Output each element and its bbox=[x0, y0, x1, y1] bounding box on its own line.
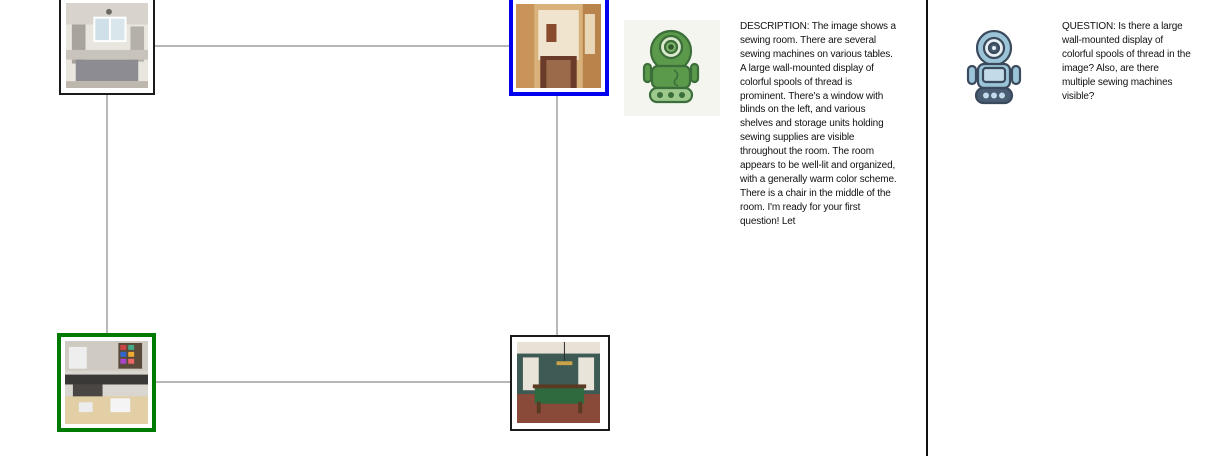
panel-divider bbox=[926, 0, 928, 456]
sewing-room-thumbnail bbox=[65, 341, 148, 424]
green-robot-icon bbox=[624, 20, 720, 116]
image-node-kitchen[interactable] bbox=[59, 0, 155, 95]
answerer-description-text: DESCRIPTION: The image shows a sewing ro… bbox=[740, 21, 897, 227]
billiard-room-thumbnail bbox=[517, 342, 600, 423]
questioner-avatar bbox=[958, 26, 1030, 112]
kitchen-thumbnail bbox=[66, 3, 148, 88]
graph-edges bbox=[106, 45, 558, 383]
image-node-sewing-room[interactable] bbox=[57, 333, 156, 432]
questioner-question-text: QUESTION: Is there a large wall-mounted … bbox=[1062, 21, 1191, 102]
hallway-thumbnail bbox=[516, 4, 601, 88]
image-node-billiard-room[interactable] bbox=[510, 335, 610, 431]
image-node-hallway[interactable] bbox=[509, 0, 609, 96]
blue-robot-icon bbox=[966, 29, 1022, 105]
image-graph bbox=[0, 0, 610, 456]
answerer-avatar bbox=[624, 20, 720, 116]
